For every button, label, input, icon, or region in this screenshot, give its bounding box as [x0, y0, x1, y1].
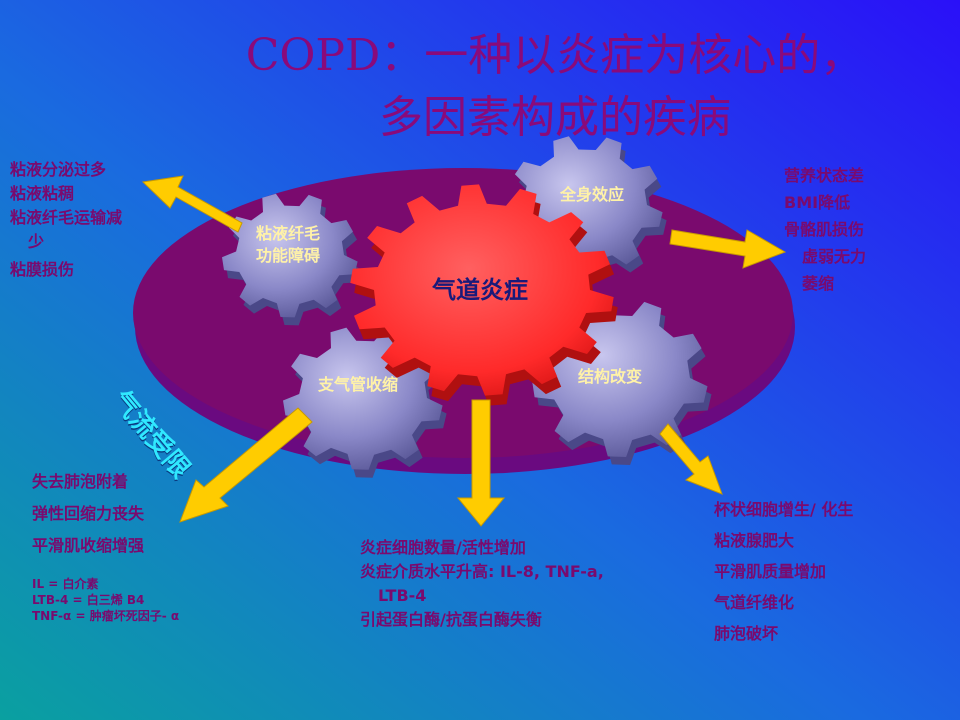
abbreviation-item: IL = 白介素: [32, 577, 99, 591]
list-item: 炎症细胞数量/活性增加: [360, 538, 526, 557]
list-item: 弹性回缩力丧失: [32, 504, 145, 523]
list-item: 粘液粘稠: [10, 184, 75, 203]
gear-label-mucus-line2: 功能障碍: [255, 246, 320, 265]
gear-label-mucus: 粘液纤毛 功能障碍: [228, 223, 348, 267]
abbreviation-item: LTB-4 = 白三烯 B4: [32, 593, 145, 607]
list-item: 骨骼肌损伤: [784, 220, 865, 239]
list-item: 粘液腺肥大: [714, 531, 795, 550]
gear-mucus: [222, 193, 362, 326]
list-item: 肺泡破坏: [714, 624, 779, 643]
abbreviation-list: IL = 白介素 LTB-4 = 白三烯 B4 TNF-α = 肿瘤坏死因子- …: [32, 576, 179, 624]
list-item: 营养状态差: [784, 166, 865, 185]
list-item: 粘膜损伤: [10, 260, 75, 279]
title-line-2: 多因素构成的疾病: [379, 92, 731, 143]
right-bottom-list: 杯状细胞增生/ 化生 粘液腺肥大 平滑肌质量增加 气道纤维化 肺泡破坏: [714, 494, 853, 649]
list-item: 气道纤维化: [714, 593, 795, 612]
gear-label-structural: 结构改变: [577, 367, 642, 386]
list-item: BMI降低: [784, 193, 851, 212]
list-item: 平滑肌收缩增强: [32, 536, 145, 555]
list-item: 平滑肌质量增加: [714, 562, 827, 581]
gear-label-bronchial: 支气管收缩: [317, 375, 398, 394]
left-top-list: 粘液分泌过多 粘液粘稠 粘液纤毛运输减 少 粘膜损伤: [10, 158, 122, 282]
gear-label-systemic: 全身效应: [559, 185, 624, 204]
list-item: 杯状细胞增生/ 化生: [714, 500, 854, 519]
right-top-list: 营养状态差 BMI降低 骨骼肌损伤 虚弱无力 萎缩: [784, 162, 866, 297]
gear-center: [350, 184, 618, 406]
arrow-up-left: [141, 175, 243, 233]
list-item: 少: [28, 232, 45, 251]
arrow-down-left: [179, 407, 313, 523]
gear-label-center: 气道炎症: [432, 276, 528, 304]
list-item: 失去肺泡附着: [32, 472, 129, 491]
center-bottom-list: 炎症细胞数量/活性增加 炎症介质水平升高: IL-8, TNF-a, LTB-4…: [360, 536, 604, 632]
arrow-down: [456, 399, 506, 527]
abbreviation-item: TNF-α = 肿瘤坏死因子- α: [32, 609, 180, 623]
arrow-down-right: [659, 423, 723, 495]
list-item: 虚弱无力: [802, 247, 867, 266]
list-item: 粘液纤毛运输减: [10, 208, 123, 227]
list-item: 粘液分泌过多: [10, 160, 107, 179]
list-item: 萎缩: [802, 274, 835, 293]
list-item: 炎症介质水平升高: IL-8, TNF-a,: [360, 562, 604, 581]
title-line-1: COPD：一种以炎症为核心的，: [245, 30, 865, 81]
left-bottom-list: 失去肺泡附着 弹性回缩力丧失 平滑肌收缩增强: [32, 466, 144, 562]
list-item: 引起蛋白酶/抗蛋白酶失衡: [360, 610, 542, 629]
arrow-right: [669, 229, 787, 269]
gear-label-mucus-line1: 粘液纤毛: [255, 224, 320, 243]
list-item: LTB-4: [378, 586, 427, 605]
